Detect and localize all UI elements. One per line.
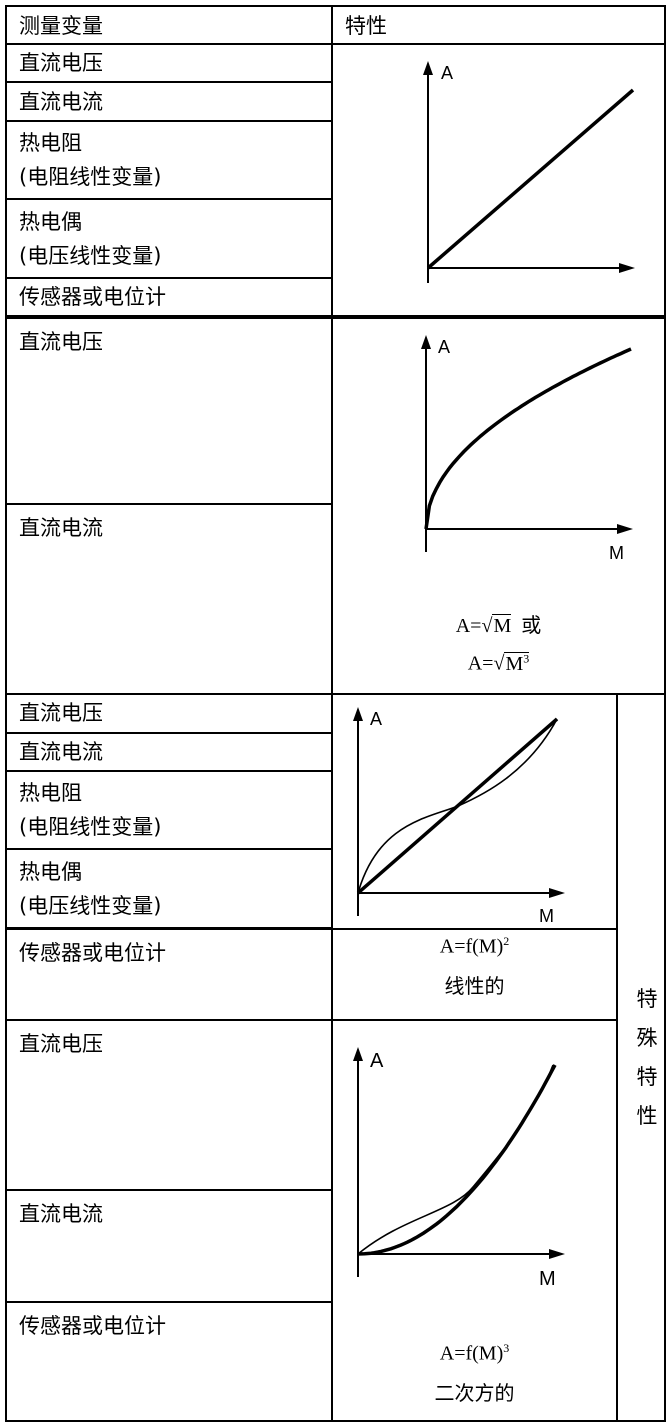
plot-special-linear: A M xyxy=(331,693,618,930)
variable-cell: 直流电流 xyxy=(5,1189,333,1304)
characteristic-curve xyxy=(357,1064,554,1255)
variable-note: (电压线性变量) xyxy=(19,893,162,918)
variable-cell: 直流电压 xyxy=(5,1018,333,1192)
x-axis-arrow xyxy=(617,524,633,535)
plot-sqrt: A M A=√M 或 A=√M3 xyxy=(331,317,666,696)
variable-note: (电阻线性变量) xyxy=(19,815,162,840)
x-axis-label: M xyxy=(539,1268,556,1290)
sqrt-graph: A M xyxy=(421,335,633,563)
y-axis-arrow xyxy=(353,1046,363,1061)
variable-cell: 传感器或电位计 xyxy=(5,276,333,318)
formula-linear: A=f(M)2 xyxy=(439,933,510,958)
variable-note: (电阻线性变量) xyxy=(19,164,162,189)
variable-name: 热电阻 xyxy=(19,781,82,806)
header-variable: 测量变量 xyxy=(5,4,333,46)
special-characteristic-label: 特 殊 特 性 xyxy=(616,693,666,1422)
formula-sqrt-2: A=√M3 xyxy=(467,651,530,675)
variable-cell: 直流电流 xyxy=(5,503,333,696)
variable-cell: 传感器或电位计 xyxy=(5,1301,333,1422)
linear-curve xyxy=(426,88,635,270)
sqrt-curve xyxy=(424,347,632,530)
variable-cell: 直流电压 xyxy=(5,43,333,84)
variable-note: (电压线性变量) xyxy=(19,243,162,268)
x-axis-arrow xyxy=(549,1248,565,1259)
plot-special-quadratic: A M A=f(M)3 二次方的 xyxy=(331,1018,618,1423)
variable-cell: 直流电流 xyxy=(5,731,333,772)
quadratic-curve xyxy=(357,1064,557,1256)
characteristics-table: 测量变量 特性 直流电压 A M 直流电流 热电阻 (电阻线性变量) 热电偶 (电压… xyxy=(5,4,666,1423)
variable-cell: 热电阻 (电阻线性变量) xyxy=(5,769,333,851)
formula-description: 线性的 xyxy=(444,973,505,998)
y-axis-arrow xyxy=(421,335,431,350)
variable-cell: 直流电压 xyxy=(5,693,333,734)
variable-name: 热电阻 xyxy=(19,130,82,155)
formula-description: 二次方的 xyxy=(434,1380,515,1405)
x-axis-label: M xyxy=(539,906,554,923)
characteristic-curve xyxy=(357,718,558,894)
y-axis-label: A xyxy=(370,1050,384,1072)
header-characteristic: 特性 xyxy=(331,4,666,46)
x-axis-label: M xyxy=(609,543,624,563)
variable-cell: 热电阻 (电阻线性变量) xyxy=(5,119,333,201)
variable-name: 热电偶 xyxy=(19,209,82,234)
x-axis-label: M xyxy=(613,281,628,283)
variable-name: 热电偶 xyxy=(19,859,82,884)
plot-linear: A M xyxy=(331,43,666,318)
y-axis-arrow xyxy=(423,61,433,76)
plot-special-linear-caption: A=f(M)2 线性的 xyxy=(331,928,618,1021)
variable-cell: 热电偶 (电压线性变量) xyxy=(5,848,333,929)
x-axis-arrow xyxy=(549,888,565,899)
header-row: 测量变量 特性 xyxy=(5,4,666,46)
variable-cell: 传感器或电位计 xyxy=(5,927,333,1021)
special-linear-graph: A M xyxy=(353,707,565,923)
formula-quadratic: A=f(M)3 xyxy=(439,1340,510,1365)
variable-cell: 热电偶 (电压线性变量) xyxy=(5,198,333,279)
formula-sqrt-1: A=√M 或 xyxy=(455,613,542,638)
linear-graph: A M xyxy=(423,61,635,284)
special-quadratic-graph: A M xyxy=(353,1046,565,1290)
y-axis-label: A xyxy=(370,709,382,729)
variable-cell: 直流电流 xyxy=(5,81,333,122)
y-axis-label: A xyxy=(438,337,450,357)
variable-cell: 直流电压 xyxy=(5,317,333,506)
y-axis-arrow xyxy=(353,707,363,722)
y-axis-label: A xyxy=(441,63,453,83)
x-axis-arrow xyxy=(619,263,635,274)
